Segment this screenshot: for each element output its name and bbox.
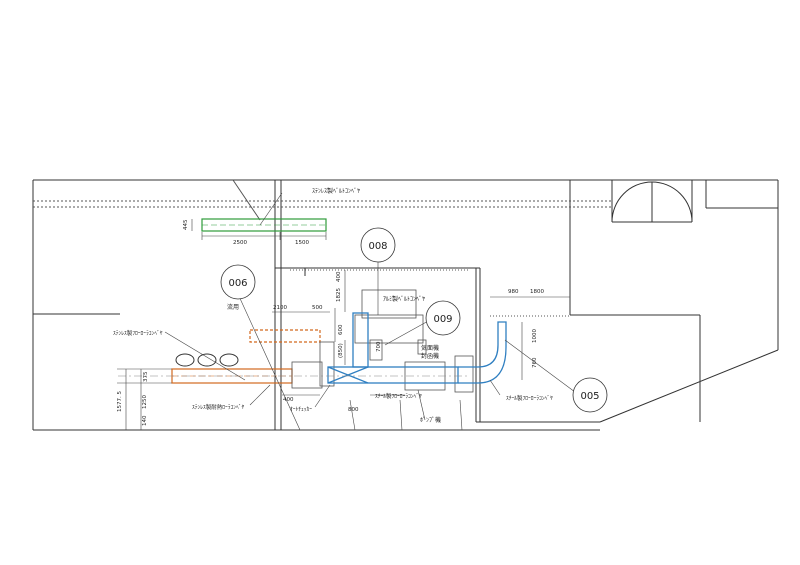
dim-500: 500 [312,305,323,311]
label-steel-flow-conveyor-right: ｽﾁｰﾙ製ﾌﾛｰﾛｰﾗｺﾝﾍﾞﾔ [506,394,553,402]
label-stainless-flow-conveyor: ｽﾃﾝﾚｽ製ﾌﾛｰﾛｰﾗｺﾝﾍﾞﾔ [113,329,163,337]
leader-lines [164,262,576,431]
dim-400-upper: 400 [336,271,342,282]
bubble-008: 008 [360,227,396,263]
dim-2100: 2100 [273,305,287,311]
svg-text:009: 009 [433,314,452,325]
dim-1000: 1000 [532,329,538,343]
bubble-009: 009 [425,300,461,336]
dim-600: 600 [338,324,344,335]
dim-760: 760 [532,357,538,368]
side-dimension-lines [117,270,570,430]
label-stainless-belt-conveyor: ｽﾃﾝﾚｽ製ﾍﾞﾙﾄｺﾝﾍﾞﾔ [312,187,360,195]
bubble-006: 006 [220,264,256,300]
label-flow: 流用 [227,303,239,311]
blue-conveyors [327,312,507,384]
building-outline [32,179,779,431]
label-pump: ﾎﾟﾝﾌﾟ機 [420,416,441,424]
svg-text:008: 008 [368,241,387,252]
label-aluminum-belt-conveyor: ｱﾙﾐ製ﾍﾞﾙﾄｺﾝﾍﾞﾔ [383,295,425,303]
label-gas-machine: 気面機 [421,344,439,352]
dim-1825: 1825 [336,288,342,302]
dim-445: 445 [183,219,189,230]
orange-conveyors [171,329,321,384]
rail-lines [33,200,612,317]
dim-140: 140 [142,415,148,426]
dim-700: 700 [376,341,382,352]
svg-text:006: 006 [228,278,247,289]
label-stainless-heat-roller: ｽﾃﾝﾚｽ製耐熱ﾛｰﾗｺﾝﾍﾞﾔ [192,403,245,411]
dim-400-lower: 400 [283,397,294,403]
dim-800: 800 [348,407,359,413]
dim-850-paren: (850) [338,343,344,358]
label-sealer: 封函機 [421,352,439,360]
top-dimension-lines [191,192,327,240]
dim-2500-top: 2500 [233,240,247,246]
dim-375: 375 [143,371,149,382]
dim-980: 980 [508,289,519,295]
svg-text:005: 005 [580,391,599,402]
dim-1577-5: 1577. 5 [117,391,123,412]
dim-1500: 1500 [295,240,309,246]
roller-icons [175,353,239,367]
label-steel-flow-conveyor: ｽﾁｰﾙ製ﾌﾛｰﾛｰﾗｺﾝﾍﾞﾔ [375,392,422,400]
label-auto-checker: ｵｰﾄﾁｪｯｶｰ [290,406,312,413]
dim-1800: 1800 [530,289,544,295]
dim-1250: 1250 [142,395,148,409]
bubble-005: 005 [572,377,608,413]
